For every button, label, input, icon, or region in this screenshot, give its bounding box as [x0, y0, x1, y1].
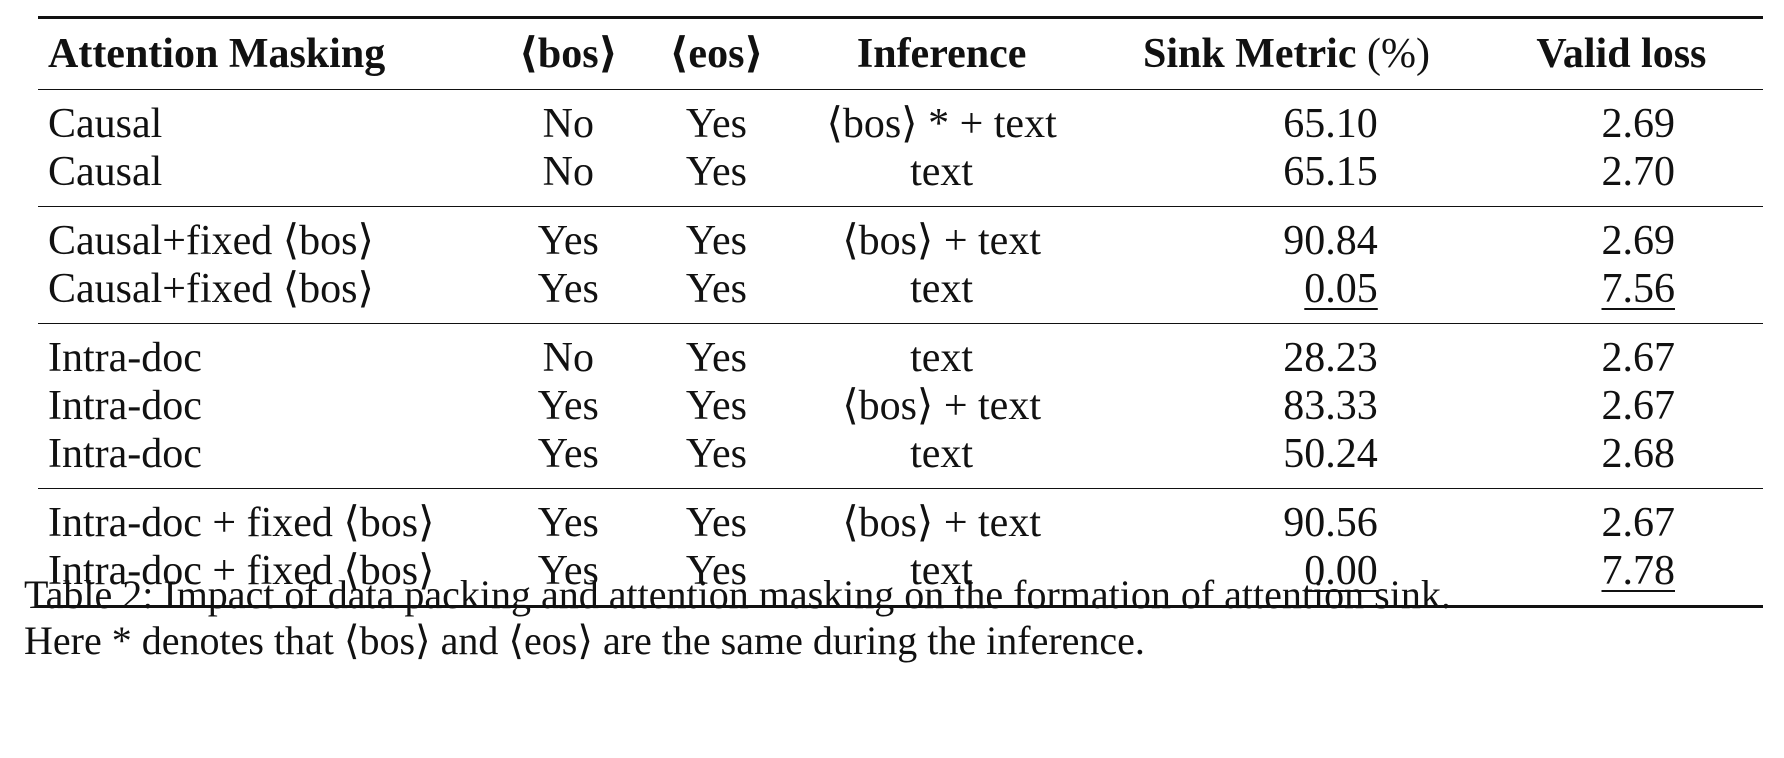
cell-sink-metric: 50.24	[1283, 431, 1378, 477]
cell-valid-loss: 7.78	[1480, 547, 1763, 607]
cell-valid-loss: 2.69	[1601, 101, 1676, 147]
header-inference: Inference	[856, 31, 1027, 77]
cell-valid-loss-underlined: 7.78	[1601, 548, 1676, 594]
cell-sink-metric: 65.10	[1283, 101, 1378, 147]
cell-bos: Yes	[537, 383, 599, 429]
header-bos: ⟨bos⟩	[518, 31, 618, 77]
cell-attention-masking: Causal	[48, 101, 163, 147]
cell-sink-metric: 28.23	[1283, 335, 1378, 381]
cell-eos: Yes	[685, 149, 747, 195]
cell-bos: No	[542, 101, 594, 147]
header-sink-metric: Sink Metric (%)	[1093, 18, 1480, 90]
cell-valid-loss: 2.70	[1601, 149, 1676, 195]
cell-attention-masking: Intra-doc + fixed ⟨bos⟩	[48, 548, 435, 594]
cell-inference: text	[910, 431, 974, 477]
cell-attention-masking: Causal+fixed ⟨bos⟩	[48, 218, 374, 264]
header-eos: ⟨eos⟩	[669, 31, 764, 77]
cell-inference: text	[910, 335, 974, 381]
cell-bos: Yes	[537, 548, 599, 594]
header-sink-label: Sink Metric	[1143, 31, 1357, 77]
caption-line-2: Here * denotes that ⟨bos⟩ and ⟨eos⟩ are …	[24, 618, 1145, 663]
results-table-container: Attention Masking ⟨bos⟩ ⟨eos⟩ Inference …	[38, 16, 1763, 608]
cell-inference: ⟨bos⟩ + text	[842, 218, 1041, 264]
header-sink-unit: (%)	[1366, 31, 1430, 77]
cell-attention-masking: Intra-doc	[48, 383, 202, 429]
table-row: Intra-doc + fixed ⟨bos⟩ Yes Yes ⟨bos⟩ + tex…	[38, 489, 1763, 548]
table-header: Attention Masking ⟨bos⟩ ⟨eos⟩ Inference …	[38, 17, 1763, 90]
cell-sink-metric: 0.00	[1093, 547, 1480, 607]
cell-sink-metric: 90.56	[1283, 500, 1378, 546]
cell-eos: Yes	[685, 335, 747, 381]
cell-eos: Yes	[685, 218, 747, 264]
cell-attention-masking: Causal	[48, 149, 163, 195]
cell-bos: Yes	[537, 266, 599, 312]
cell-bos: No	[542, 335, 594, 381]
cell-attention-masking: Intra-doc + fixed ⟨bos⟩	[48, 500, 435, 546]
cell-inference: ⟨bos⟩ * + text	[826, 101, 1057, 147]
table-row: Causal No Yes text 65.15 2.70	[38, 148, 1763, 207]
cell-inference: text	[910, 548, 974, 594]
cell-eos: Yes	[685, 383, 747, 429]
cell-attention-masking: Causal+fixed ⟨bos⟩	[48, 266, 374, 312]
cell-valid-loss: 7.56	[1480, 265, 1763, 324]
table-row: Causal No Yes ⟨bos⟩ * + text 65.10 2.69	[38, 90, 1763, 149]
cell-attention-masking: Intra-doc	[48, 335, 202, 381]
table-row: Causal+fixed ⟨bos⟩ Yes Yes text 0.05 7.56	[38, 265, 1763, 324]
header-valid-loss: Valid loss	[1536, 31, 1707, 77]
cell-valid-loss: 2.67	[1601, 383, 1676, 429]
cell-valid-loss: 2.68	[1601, 431, 1676, 477]
cell-eos: Yes	[685, 548, 747, 594]
cell-eos: Yes	[685, 266, 747, 312]
cell-inference: text	[910, 149, 974, 195]
cell-sink-metric: 83.33	[1283, 383, 1378, 429]
cell-valid-loss-underlined: 7.56	[1601, 266, 1676, 312]
cell-inference: ⟨bos⟩ + text	[842, 500, 1041, 546]
cell-attention-masking: Intra-doc	[48, 431, 202, 477]
cell-inference: ⟨bos⟩ + text	[842, 383, 1041, 429]
cell-bos: Yes	[537, 431, 599, 477]
table-row: Intra-doc No Yes text 28.23 2.67	[38, 324, 1763, 383]
table-row: Causal+fixed ⟨bos⟩ Yes Yes ⟨bos⟩ + text 90.8…	[38, 207, 1763, 266]
header-attention-masking: Attention Masking	[48, 31, 386, 77]
cell-valid-loss: 2.69	[1601, 218, 1676, 264]
cell-eos: Yes	[685, 101, 747, 147]
cell-bos: Yes	[537, 500, 599, 546]
table-row: Intra-doc + fixed ⟨bos⟩ Yes Yes text 0.00 7.7…	[38, 547, 1763, 607]
cell-sink-metric: 0.05	[1093, 265, 1480, 324]
cell-valid-loss: 2.67	[1601, 500, 1676, 546]
table-row: Intra-doc Yes Yes ⟨bos⟩ + text 83.33 2.67	[38, 382, 1763, 430]
cell-inference: text	[910, 266, 974, 312]
cell-bos: Yes	[537, 218, 599, 264]
cell-eos: Yes	[685, 431, 747, 477]
caption-line-1: Table 2: Impact of data packing and atte…	[24, 572, 1451, 617]
cell-sink-metric: 90.84	[1283, 218, 1378, 264]
cell-sink-metric-underlined: 0.00	[1304, 548, 1378, 594]
table-row: Intra-doc Yes Yes text 50.24 2.68	[38, 430, 1763, 489]
header-row: Attention Masking ⟨bos⟩ ⟨eos⟩ Inference …	[38, 17, 1763, 90]
cell-valid-loss: 2.67	[1601, 335, 1676, 381]
cell-sink-metric-underlined: 0.05	[1304, 266, 1378, 312]
cell-sink-metric: 65.15	[1283, 149, 1378, 195]
table-caption: Table 2: Impact of data packing and atte…	[24, 572, 1774, 664]
cell-bos: No	[542, 149, 594, 195]
cell-eos: Yes	[685, 500, 747, 546]
results-table: Attention Masking ⟨bos⟩ ⟨eos⟩ Inference …	[38, 16, 1763, 608]
